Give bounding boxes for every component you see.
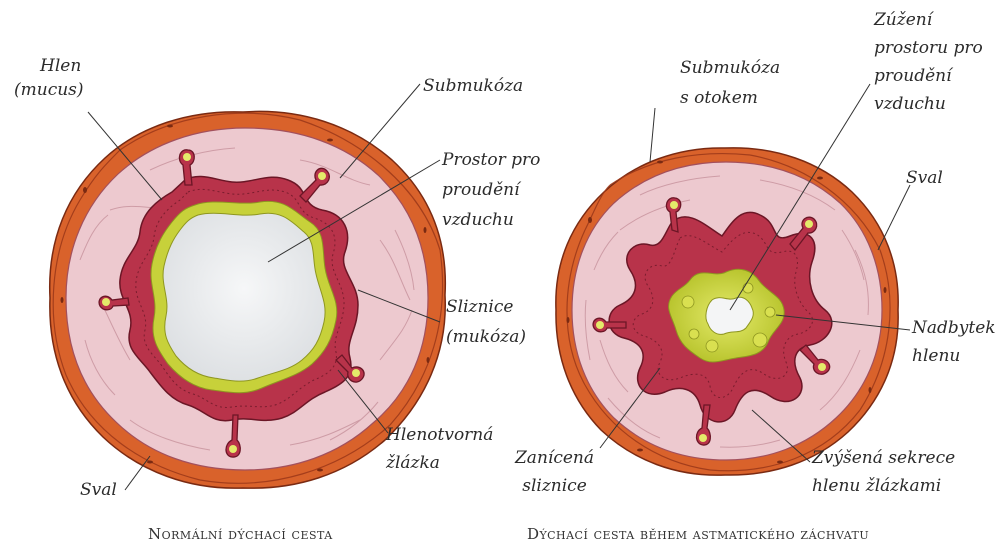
label-excess-mucus-line1: Nadbytek	[912, 316, 996, 340]
label-submucosa-edema-line1: Submukóza	[680, 56, 780, 80]
label-narrowed-airway-line1: Zúžení	[874, 8, 983, 32]
label-muscle-right-line1: Sval	[906, 166, 943, 190]
label-excess-mucus: Nadbytek hlenu	[912, 316, 996, 368]
label-mucosa-line2: (mukóza)	[446, 325, 526, 349]
label-narrowed-airway-line4: vzduchu	[874, 92, 983, 116]
asthmatic-airway-illustration	[556, 148, 898, 475]
label-mucus: Hlen (mucus)	[40, 54, 84, 102]
label-inflamed-mucosa: Zanícená sliznice	[515, 446, 594, 498]
label-airway-left-line2: proudění	[442, 178, 540, 202]
label-mucosa: Sliznice (mukóza)	[446, 295, 526, 349]
label-increased-secretion-line2: hlenu žlázkami	[812, 474, 955, 498]
label-mucosa-line1: Sliznice	[446, 295, 526, 319]
caption-asthmatic-airway: Dýchací cesta během astmatického záchvat…	[527, 525, 869, 543]
label-muscle-left: Sval	[80, 478, 117, 502]
label-gland-line2: žlázka	[386, 451, 493, 475]
label-submucosa-left: Submukóza	[423, 74, 523, 98]
label-gland-line1: Hlenotvorná	[386, 423, 493, 447]
label-airway-left-line1: Prostor pro	[442, 148, 540, 172]
air-space-left	[163, 213, 325, 381]
label-increased-secretion-line1: Zvýšená sekrece	[812, 446, 955, 470]
label-increased-secretion: Zvýšená sekrece hlenu žlázkami	[812, 446, 955, 498]
label-airway-left: Prostor pro proudění vzduchu	[442, 148, 540, 232]
label-mucus-line2: (mucus)	[14, 78, 84, 102]
label-narrowed-airway-line3: proudění	[874, 64, 983, 88]
label-inflamed-mucosa-line2: sliznice	[515, 474, 594, 498]
label-submucosa-edema: Submukóza s otokem	[680, 56, 780, 110]
label-submucosa-left-line1: Submukóza	[423, 74, 523, 98]
label-gland: Hlenotvorná žlázka	[386, 423, 493, 475]
label-inflamed-mucosa-line1: Zanícená	[515, 446, 594, 470]
label-muscle-left-line1: Sval	[80, 478, 117, 502]
label-submucosa-edema-line2: s otokem	[680, 86, 780, 110]
caption-normal-airway: Normální dýchací cesta	[148, 525, 333, 543]
label-airway-left-line3: vzduchu	[442, 208, 540, 232]
label-mucus-line1: Hlen	[40, 54, 84, 78]
label-narrowed-airway-line2: prostoru pro	[874, 36, 983, 60]
label-muscle-right: Sval	[906, 166, 943, 190]
label-narrowed-airway: Zúžení prostoru pro proudění vzduchu	[874, 8, 983, 116]
label-excess-mucus-line2: hlenu	[912, 344, 996, 368]
